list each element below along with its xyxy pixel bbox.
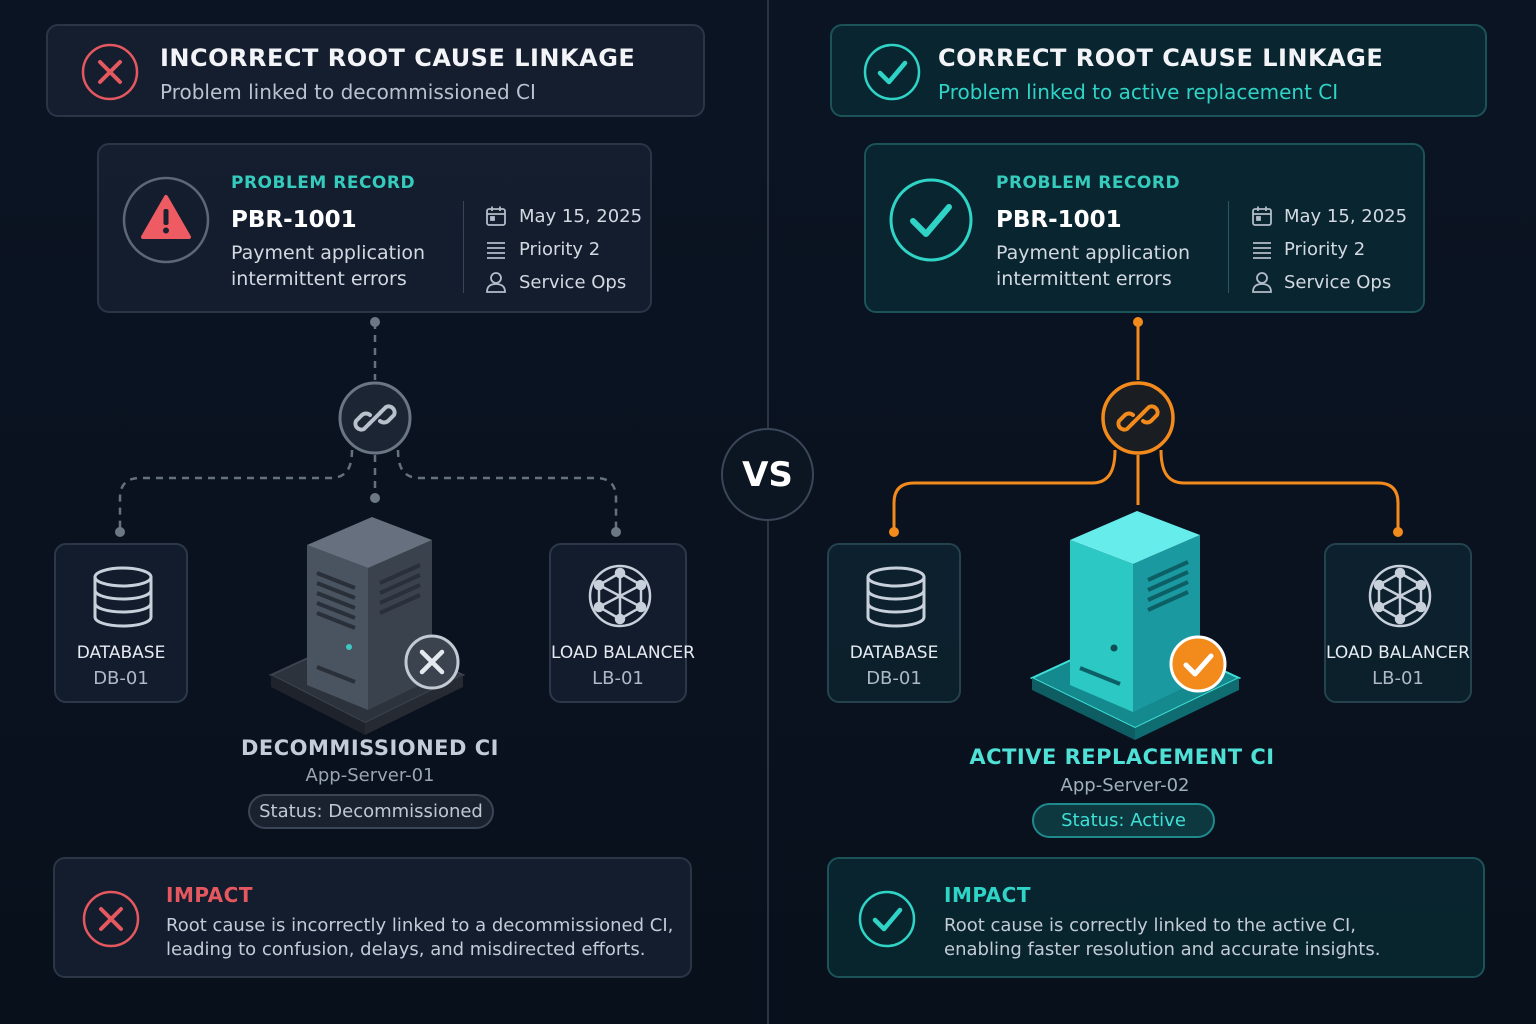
right-problem-record-card: PROBLEM RECORD PBR-1001 Payment applicat… [864, 143, 1425, 313]
right-impact-heading: IMPACT [944, 883, 1031, 907]
right-database-node: DATABASE DB-01 [827, 543, 961, 703]
user-icon [485, 271, 507, 297]
right-impact-line1: Root cause is correctly linked to the ac… [944, 915, 1357, 936]
left-database-id: DB-01 [93, 668, 149, 689]
left-connectors [118, 322, 618, 530]
right-ci-id: App-Server-02 [1060, 775, 1190, 796]
vs-label: VS [742, 454, 793, 495]
right-ci-status-badge: Status: Active [1032, 803, 1215, 838]
right-header-subtitle: Problem linked to active replacement CI [938, 80, 1339, 104]
left-impact-line1: Root cause is incorrectly linked to a de… [166, 915, 674, 936]
right-impact-line2: enabling faster resolution and accurate … [944, 939, 1381, 960]
priority-icon [485, 239, 507, 265]
left-problem-desc-2: intermittent errors [231, 268, 407, 290]
right-loadbalancer-label: LOAD BALANCER [1326, 643, 1470, 663]
right-connectors [892, 322, 1400, 530]
left-problem-heading: PROBLEM RECORD [231, 173, 416, 193]
database-icon [864, 565, 928, 635]
left-impact-card: IMPACT Root cause is incorrectly linked … [53, 857, 692, 978]
right-ci-name: ACTIVE REPLACEMENT CI [969, 745, 1275, 769]
left-impact-line2: leading to confusion, delays, and misdir… [166, 939, 646, 960]
left-link-node [337, 380, 413, 456]
right-problem-desc-1: Payment application [996, 242, 1191, 264]
decommissioned-server-icon [265, 505, 470, 735]
right-problem-date: May 15, 2025 [1284, 206, 1408, 227]
x-badge-icon [403, 633, 461, 691]
warning-icon [121, 175, 211, 265]
left-header-subtitle: Problem linked to decommissioned CI [160, 80, 536, 104]
impact-check-icon [857, 889, 917, 949]
left-loadbalancer-id: LB-01 [592, 668, 644, 689]
priority-icon [1251, 239, 1273, 265]
left-problem-desc-1: Payment application [231, 242, 426, 264]
right-loadbalancer-id: LB-01 [1372, 668, 1424, 689]
left-problem-priority: Priority 2 [519, 239, 601, 260]
right-problem-desc-2: intermittent errors [996, 268, 1172, 290]
right-header-title: CORRECT ROOT CAUSE LINKAGE [938, 44, 1384, 72]
right-loadbalancer-node: LOAD BALANCER LB-01 [1324, 543, 1472, 703]
right-link-node [1100, 380, 1176, 456]
user-icon [1251, 271, 1273, 297]
x-icon [80, 42, 140, 102]
left-problem-separator [463, 201, 464, 293]
left-header-card: INCORRECT ROOT CAUSE LINKAGE Problem lin… [46, 24, 705, 117]
link-icon [338, 381, 412, 455]
left-problem-id: PBR-1001 [231, 207, 357, 233]
check-badge-icon [1168, 634, 1228, 694]
impact-x-icon [81, 889, 141, 949]
left-ci-name: DECOMMISSIONED CI [240, 736, 499, 760]
left-ci-status-badge: Status: Decommissioned [248, 794, 494, 829]
check-circle-icon [888, 177, 974, 263]
calendar-icon [1251, 205, 1273, 231]
left-header-title: INCORRECT ROOT CAUSE LINKAGE [160, 44, 636, 72]
left-loadbalancer-label: LOAD BALANCER [551, 643, 695, 663]
left-connector-dots [115, 317, 621, 537]
right-problem-priority: Priority 2 [1284, 239, 1366, 260]
right-problem-group: Service Ops [1284, 272, 1392, 293]
left-problem-record-card: PROBLEM RECORD PBR-1001 Payment applicat… [97, 143, 652, 313]
network-icon [1367, 563, 1433, 633]
right-impact-card: IMPACT Root cause is correctly linked to… [827, 857, 1485, 978]
network-icon [587, 563, 653, 633]
left-loadbalancer-node: LOAD BALANCER LB-01 [549, 543, 695, 703]
database-icon [91, 565, 155, 635]
right-header-card: CORRECT ROOT CAUSE LINKAGE Problem linke… [830, 24, 1487, 117]
left-database-label: DATABASE [76, 643, 166, 663]
right-problem-id: PBR-1001 [996, 207, 1122, 233]
check-icon [862, 42, 922, 102]
left-impact-heading: IMPACT [166, 883, 253, 907]
active-server-icon [1028, 500, 1243, 740]
right-database-id: DB-01 [866, 668, 922, 689]
right-problem-heading: PROBLEM RECORD [996, 173, 1181, 193]
left-problem-date: May 15, 2025 [519, 206, 643, 227]
right-problem-separator [1228, 201, 1229, 293]
left-problem-group: Service Ops [519, 272, 627, 293]
left-database-node: DATABASE DB-01 [54, 543, 188, 703]
link-icon [1101, 381, 1175, 455]
right-database-label: DATABASE [849, 643, 939, 663]
right-connector-dots [889, 317, 1403, 537]
calendar-icon [485, 205, 507, 231]
left-ci-id: App-Server-01 [305, 765, 435, 786]
vs-badge: VS [721, 428, 814, 521]
